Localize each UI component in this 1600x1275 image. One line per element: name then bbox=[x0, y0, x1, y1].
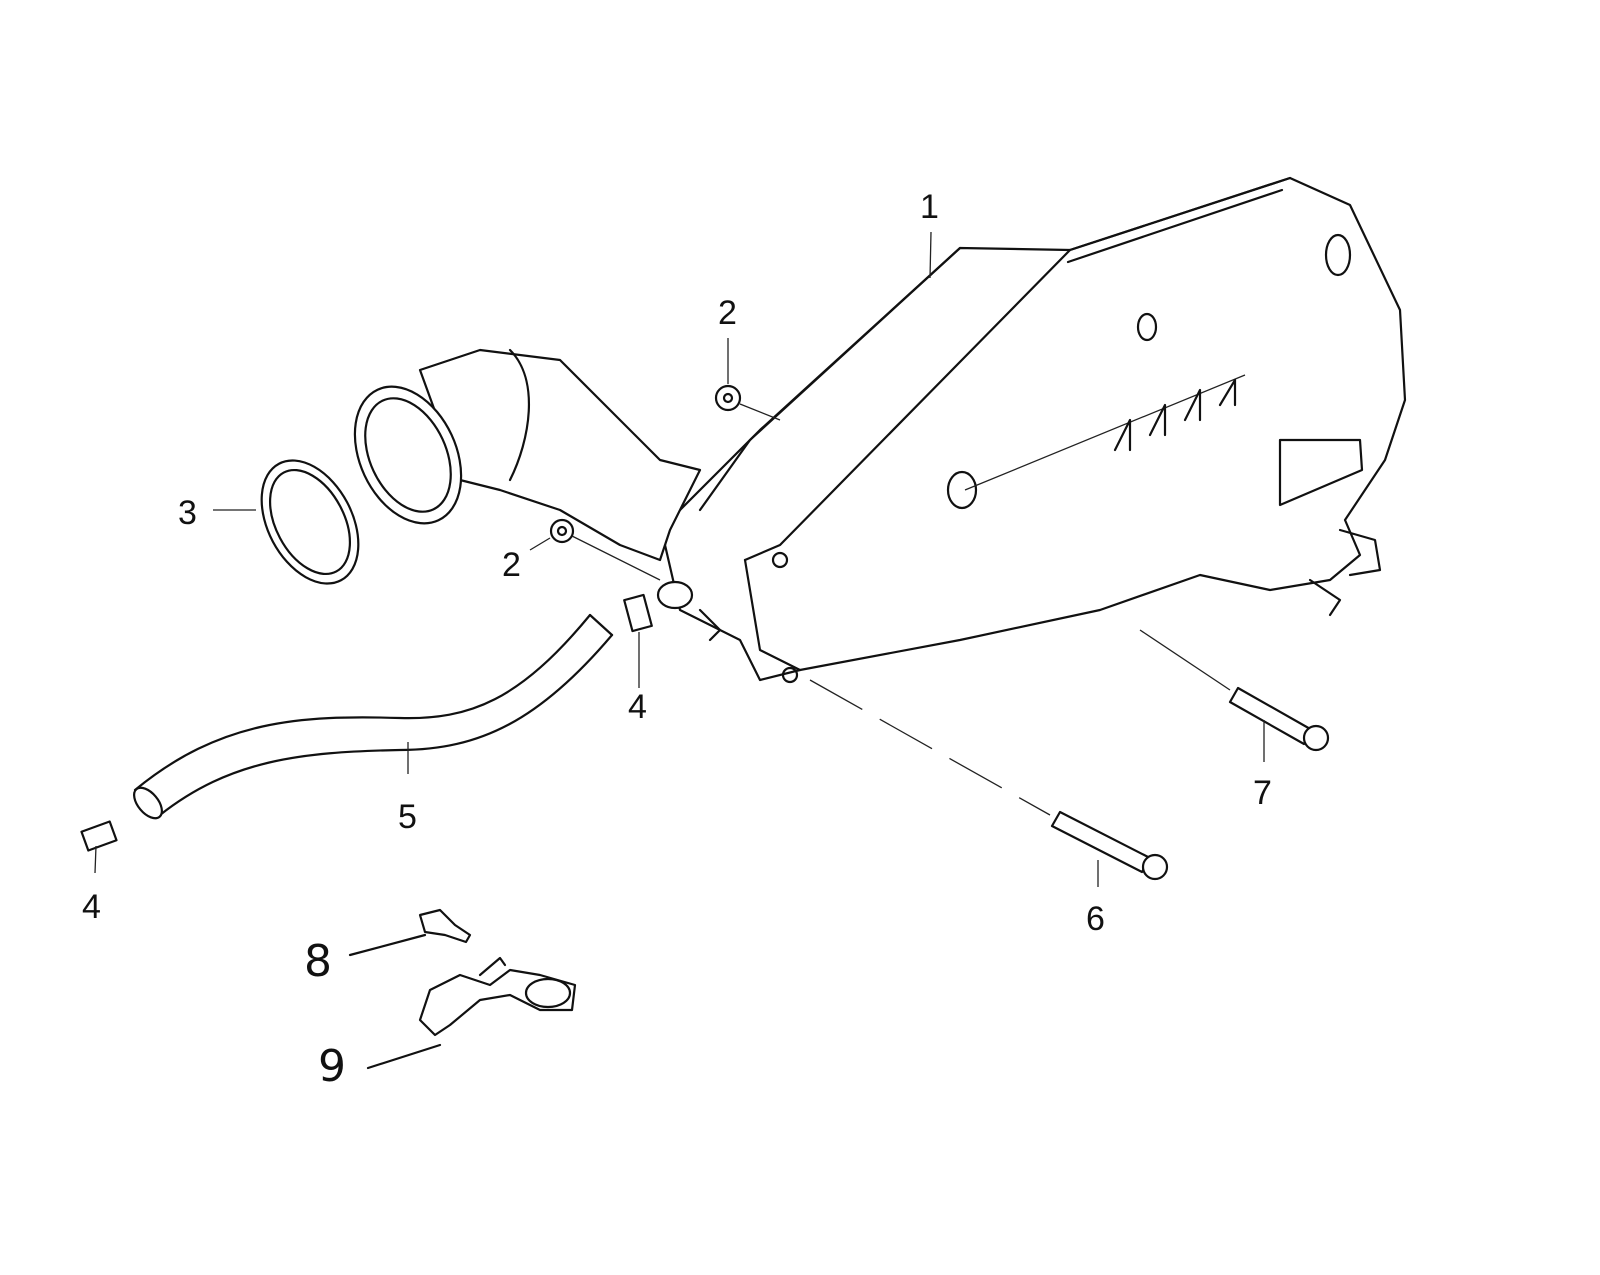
callout-1: 1 bbox=[920, 188, 939, 226]
air-filter-housing bbox=[663, 176, 1407, 684]
hose-clip bbox=[623, 593, 653, 633]
callout-6: 6 bbox=[1086, 900, 1105, 938]
sensor-and-bracket bbox=[418, 908, 577, 1037]
grommets bbox=[549, 384, 781, 581]
bolts bbox=[809, 629, 1330, 881]
callout-3: 3 bbox=[178, 494, 197, 532]
callout-7: 7 bbox=[1253, 774, 1272, 812]
callout-2: 2 bbox=[718, 294, 737, 332]
drain-hose bbox=[133, 613, 614, 820]
callout-5: 5 bbox=[398, 798, 417, 836]
callout-4: 4 bbox=[82, 888, 101, 926]
callout-8: 8 bbox=[304, 936, 332, 987]
callout-9: 9 bbox=[318, 1041, 346, 1092]
hose-clip bbox=[80, 820, 118, 852]
callout-2: 2 bbox=[502, 546, 521, 584]
callout-4: 4 bbox=[628, 688, 647, 726]
leader-lines bbox=[94, 231, 1265, 1070]
clamp-ring bbox=[260, 459, 360, 585]
intake-duct bbox=[353, 348, 702, 610]
